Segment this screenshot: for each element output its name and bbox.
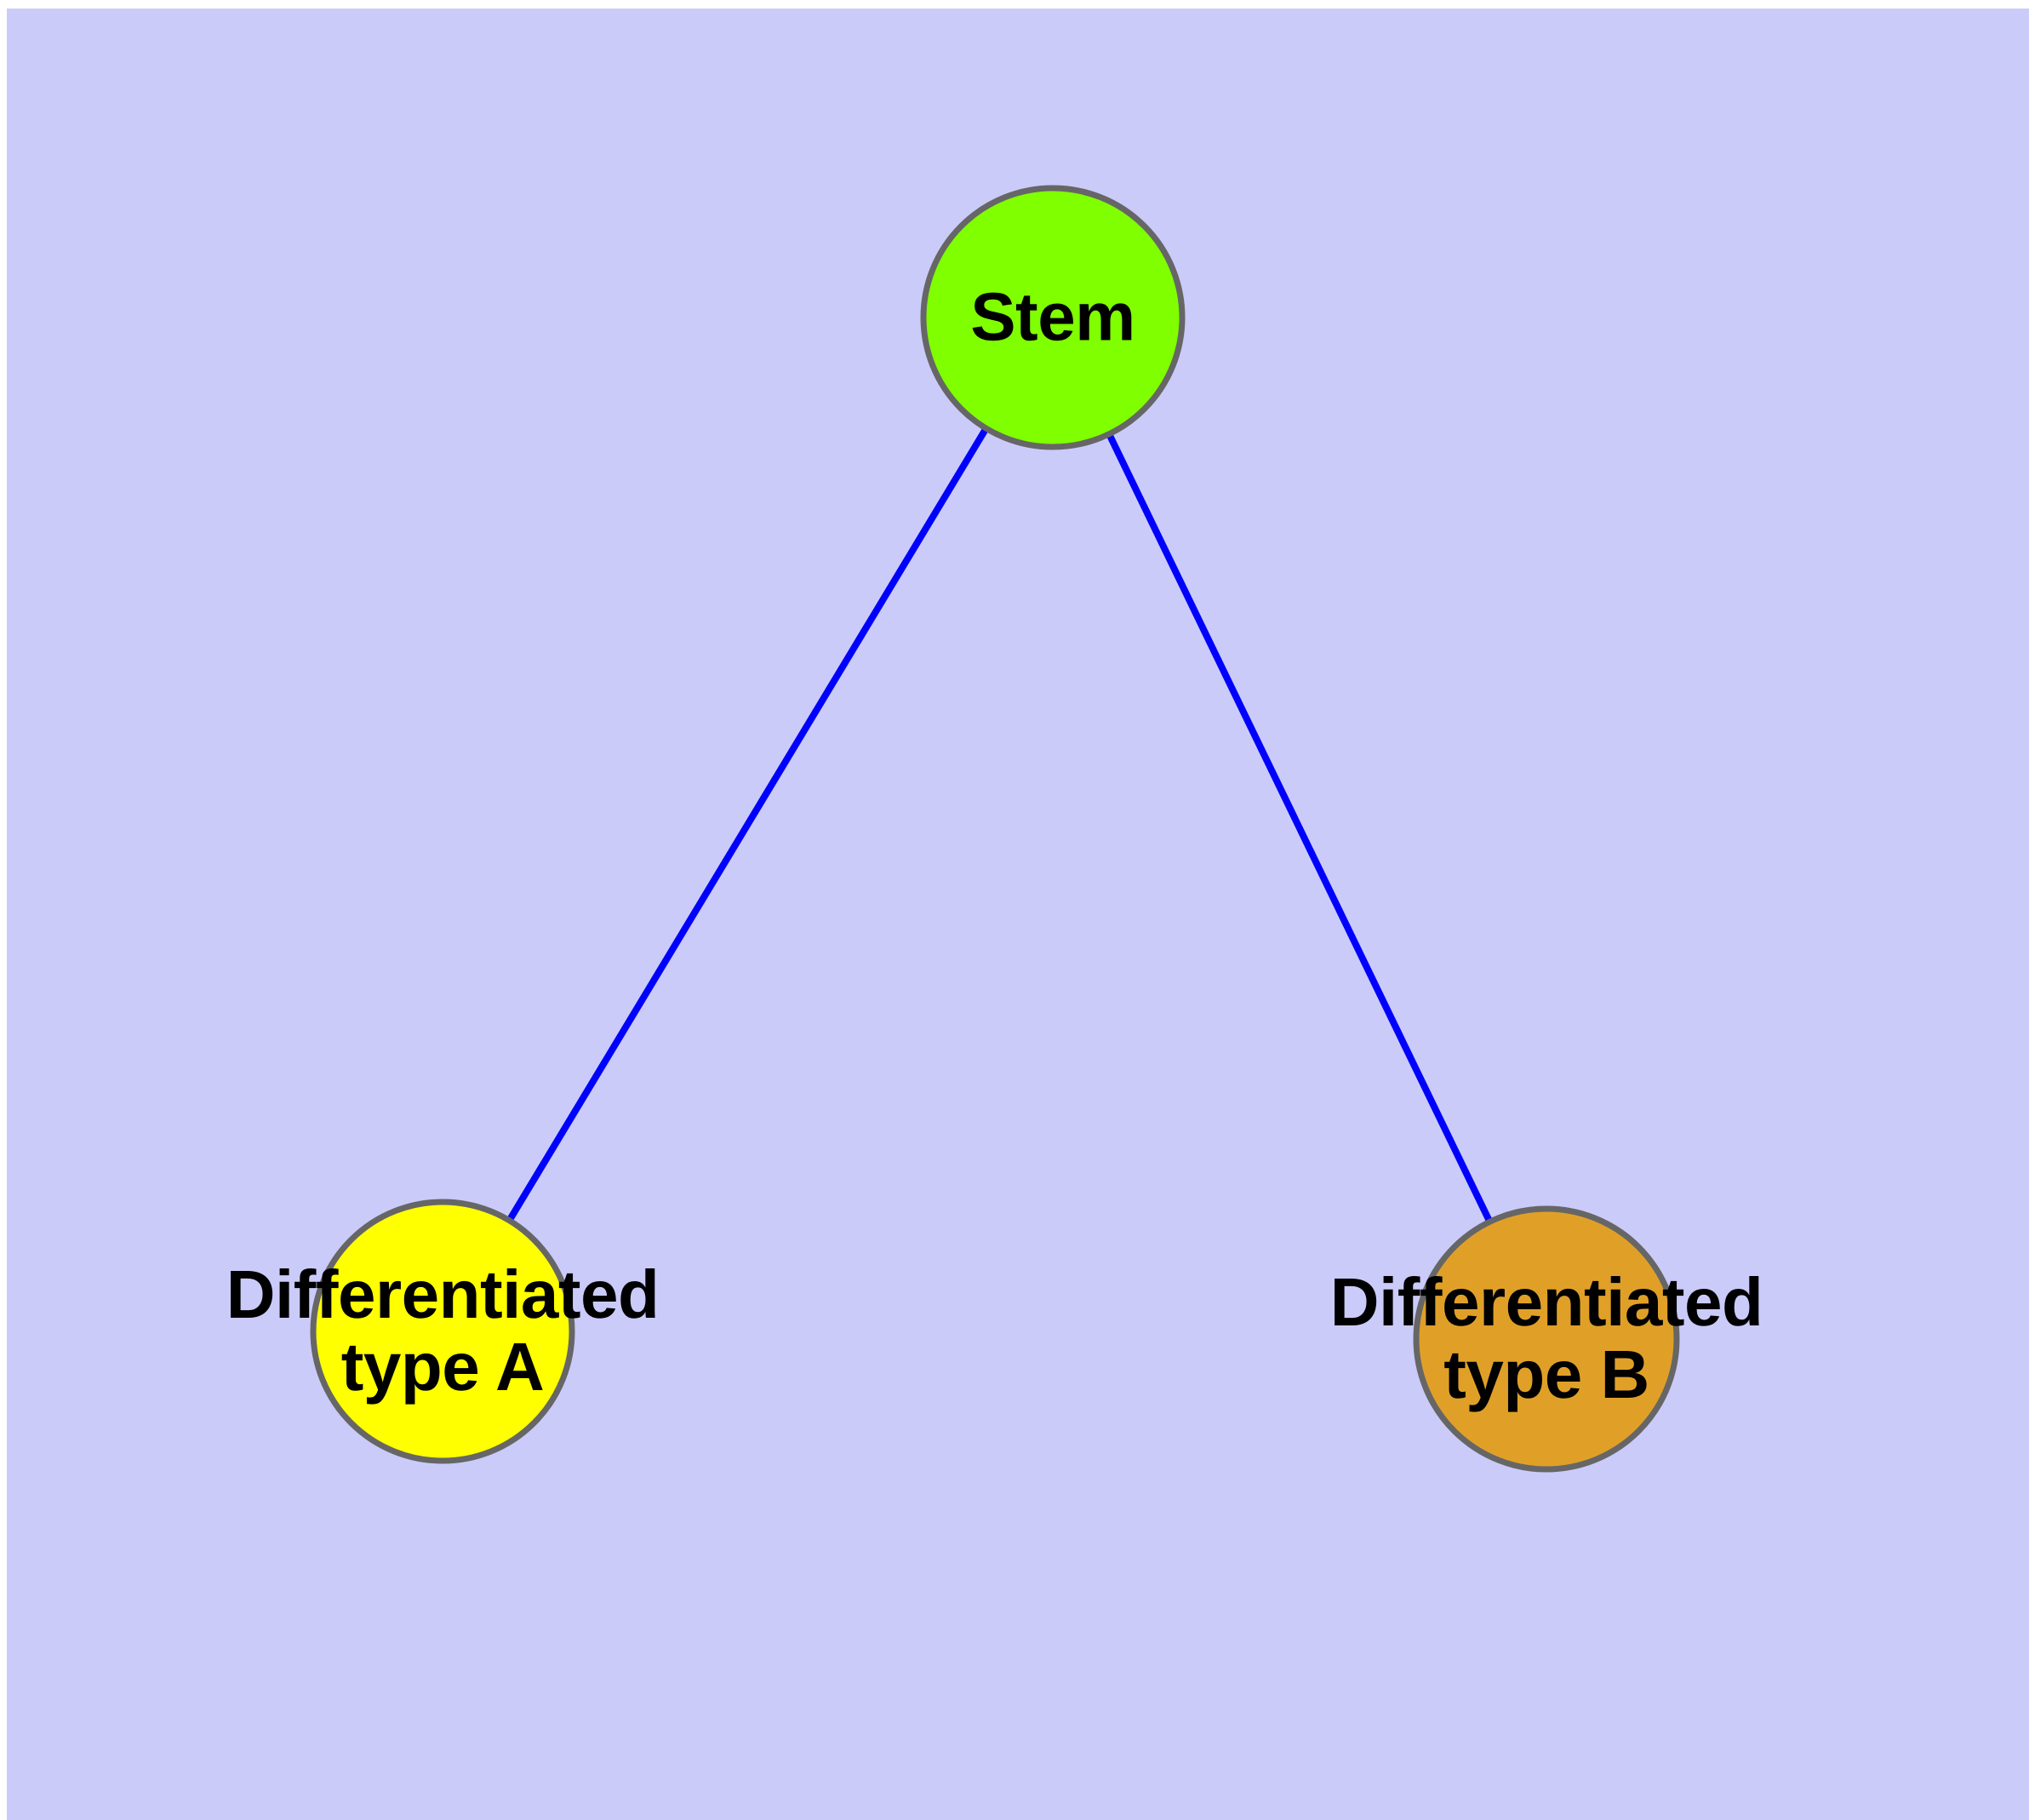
node-circle-stem[interactable]: [920, 185, 1186, 450]
edge-stem-to-differentiated-type-b[interactable]: [1049, 316, 1550, 1341]
node-layer: [310, 185, 1680, 1473]
edge-layer: [439, 315, 1550, 1341]
node-circle-differentiated-type-b[interactable]: [1413, 1205, 1680, 1473]
edge-stem-to-differentiated-type-a[interactable]: [439, 315, 1056, 1334]
node-circle-differentiated-type-a[interactable]: [310, 1199, 575, 1464]
